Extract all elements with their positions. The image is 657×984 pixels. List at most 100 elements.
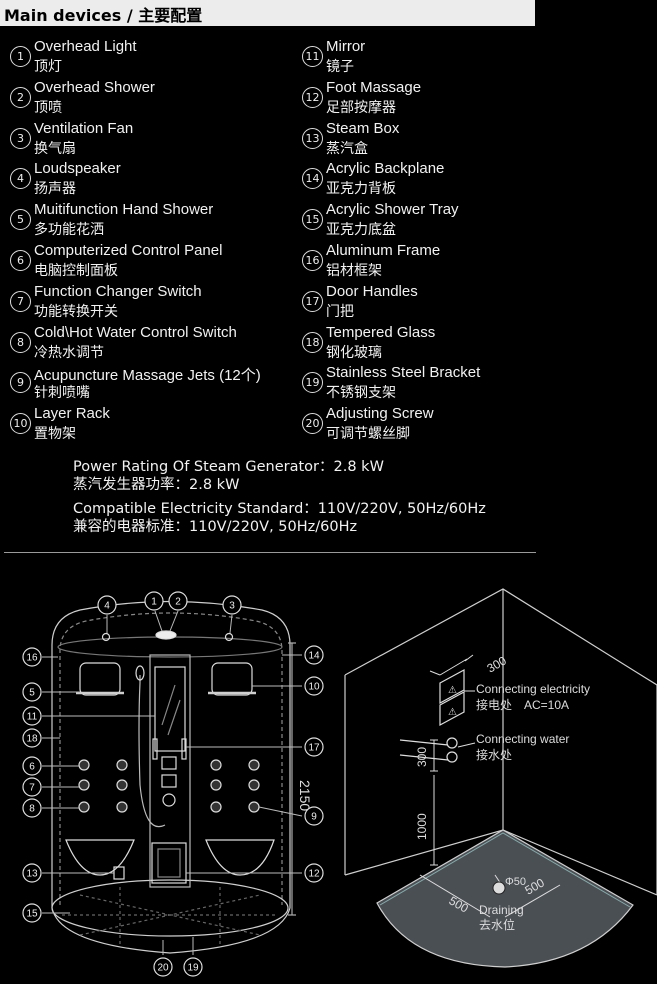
spec-electricity-zh: 兼容的电器标准：110V/220V, 50Hz/60Hz — [73, 519, 358, 535]
device-number: 18 — [302, 331, 323, 353]
callout-number: 15 — [26, 909, 38, 920]
device-name-zh: 冷热水调节 — [34, 344, 104, 361]
device-name-zh: 亚克力背板 — [326, 181, 396, 198]
device-name-en: Computerized Control Panel — [34, 242, 223, 259]
device-number: 11 — [302, 46, 323, 67]
device-name-zh: 镜子 — [326, 59, 354, 75]
device-name-en: Foot Massage — [326, 78, 422, 96]
callout-number: 2 — [175, 597, 181, 608]
device-number: 12 — [302, 86, 323, 108]
callout-number: 12 — [308, 869, 320, 880]
device-number: 9 — [10, 372, 31, 394]
device-name-zh: 顶灯 — [34, 59, 62, 75]
power-sockets: ⚠ ⚠ — [439, 668, 465, 727]
callout-circle — [153, 957, 173, 977]
spec-electricity-en: Compatible Electricity Standard：110V/220… — [73, 501, 486, 517]
seat-right — [205, 839, 275, 876]
device-name-zh: 不锈钢支架 — [326, 385, 396, 402]
device-name-zh: 顶喷 — [34, 99, 62, 116]
water-zh: 接水处 — [476, 747, 512, 762]
callout-number: 17 — [308, 743, 320, 754]
device-name-en: Stainless Steel Bracket — [326, 364, 481, 382]
callout-number: 11 — [27, 712, 38, 723]
callout-circle — [304, 676, 324, 696]
drain-en: Draining — [479, 903, 524, 917]
callout-circle — [222, 595, 242, 615]
callout-circle — [168, 591, 188, 611]
device-number: 8 — [10, 331, 31, 353]
cabin-outline — [51, 600, 291, 908]
callout-circle — [22, 728, 42, 748]
device-name-en: Loudspeaker — [34, 160, 121, 178]
device-name-en: Overhead Light — [34, 38, 137, 55]
electricity-spec: AC=10A — [524, 698, 569, 712]
device-name-en: Acrylic Shower Tray — [326, 201, 459, 219]
device-number: 1 — [10, 46, 31, 67]
callout-number: 19 — [187, 963, 199, 974]
device-name-zh: 亚克力底盆 — [326, 222, 396, 239]
device-name-zh: 蒸汽盒 — [326, 140, 368, 157]
electricity-zh: 接电处 — [476, 697, 512, 712]
device-number: 13 — [302, 127, 323, 149]
callout-number: 6 — [29, 762, 35, 773]
device-number: 17 — [302, 290, 323, 312]
callout-circle — [144, 591, 164, 611]
seat-left — [65, 839, 135, 876]
dim-300-top: 300 — [485, 653, 510, 675]
device-name-en: Door Handles — [326, 282, 418, 300]
callout-circle — [97, 595, 117, 615]
device-name-zh: 换气扇 — [34, 140, 76, 157]
layer-rack-right — [211, 662, 253, 696]
device-name-en: Adjusting Screw — [326, 405, 434, 423]
device-name-en: Layer Rack — [34, 405, 110, 423]
drain-zh: 去水位 — [479, 917, 515, 932]
callout-number: 1 — [151, 597, 157, 608]
device-name-en: Aluminum Frame — [326, 242, 441, 259]
water-connections — [399, 737, 458, 763]
callout-circle — [22, 863, 42, 883]
device-name-zh: 钢化玻璃 — [326, 344, 382, 361]
device-number: 10 — [10, 413, 31, 435]
callout-circle — [22, 756, 42, 776]
svg-text:⚠: ⚠ — [448, 685, 457, 696]
device-name-en: Acrylic Backplane — [326, 160, 445, 178]
mirror — [154, 666, 186, 752]
callout-number: 9 — [311, 812, 317, 823]
device-name-en: Tempered Glass — [326, 323, 436, 341]
device-name-zh: 功能转换开关 — [34, 303, 118, 320]
callout-circle — [304, 645, 324, 665]
device-number: 4 — [10, 168, 31, 190]
callout-number: 18 — [26, 734, 38, 745]
callout-circle — [183, 957, 203, 977]
device-number: 2 — [10, 86, 31, 108]
callout-circle — [22, 903, 42, 923]
callout-number: 14 — [308, 651, 320, 662]
device-name-en: Overhead Shower — [34, 78, 155, 96]
massage-jets — [78, 759, 260, 813]
callout-circle — [304, 863, 324, 883]
callout-number: 8 — [29, 804, 35, 815]
header-bar — [0, 0, 535, 26]
callout-circle — [22, 706, 42, 726]
device-name-zh: 铝材框架 — [326, 263, 382, 279]
callout-number: 20 — [157, 963, 169, 974]
device-number: 7 — [10, 290, 31, 312]
device-name-en: Ventilation Fan — [34, 119, 134, 137]
callout-number: 7 — [29, 783, 35, 794]
device-number: 15 — [302, 209, 323, 231]
shower-tray — [51, 879, 289, 937]
device-name-en: Acupuncture Massage Jets (12个) — [34, 367, 261, 385]
water-en: Connecting water — [476, 732, 569, 746]
dim-300-side: 300 — [415, 747, 429, 767]
spec-power-zh: 蒸汽发生器功率：2.8 kW — [73, 477, 240, 493]
drain-diameter: Φ50 — [505, 876, 526, 888]
floor-tray-area — [376, 829, 634, 968]
page-title: Main devices / 主要配置 — [4, 6, 203, 25]
installation-diagram: ⚠ ⚠ 300 300 1000 500 500 Φ50 Connecting … — [344, 588, 657, 968]
foot-massage — [151, 842, 187, 884]
callout-number: 10 — [308, 682, 320, 693]
callout-number: 3 — [229, 601, 235, 612]
section-divider — [4, 552, 536, 553]
device-name-en: Steam Box — [326, 119, 400, 137]
device-number: 5 — [10, 209, 31, 231]
